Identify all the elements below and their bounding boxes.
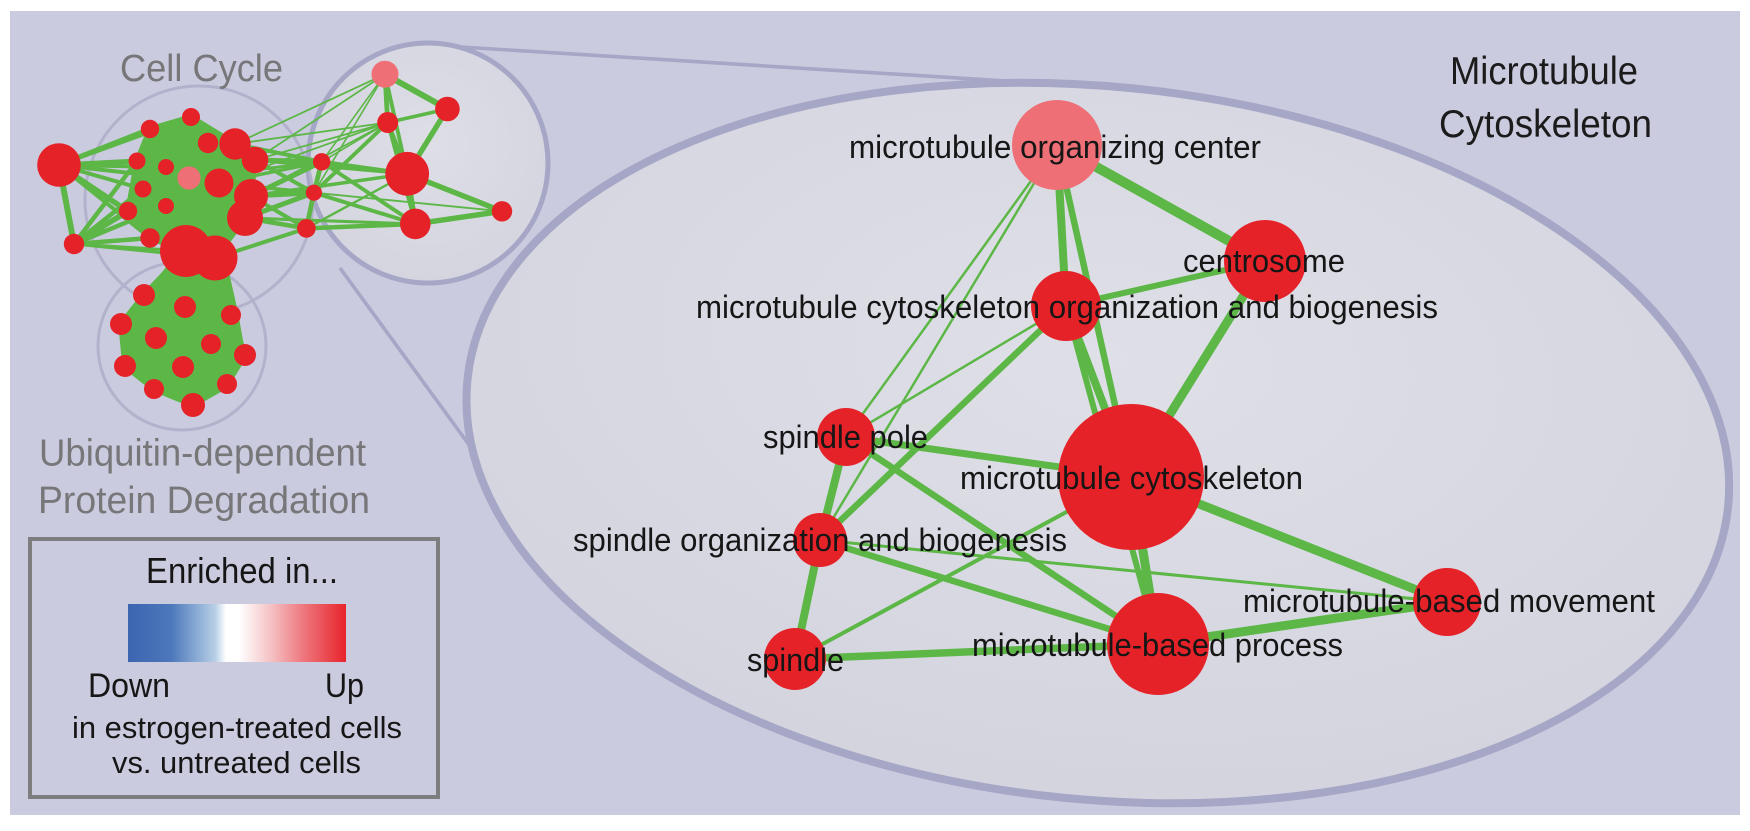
svg-text:spindle: spindle <box>747 642 844 678</box>
svg-text:Up: Up <box>325 667 364 705</box>
svg-text:microtubule organizing center: microtubule organizing center <box>849 129 1261 165</box>
svg-text:Cytoskeleton: Cytoskeleton <box>1439 103 1652 146</box>
svg-text:spindle organization and bioge: spindle organization and biogenesis <box>573 522 1067 558</box>
svg-text:microtubule cytoskeleton organ: microtubule cytoskeleton organization an… <box>696 289 1438 325</box>
svg-text:centrosome: centrosome <box>1183 243 1345 279</box>
svg-text:spindle pole: spindle pole <box>763 419 928 455</box>
svg-text:in estrogen-treated cells: in estrogen-treated cells <box>72 710 402 745</box>
svg-text:vs. untreated cells: vs. untreated cells <box>112 745 361 780</box>
svg-text:microtubule cytoskeleton: microtubule cytoskeleton <box>960 460 1303 496</box>
svg-text:microtubule-based movement: microtubule-based movement <box>1243 583 1655 619</box>
svg-text:Down: Down <box>88 667 170 705</box>
svg-text:Cell Cycle: Cell Cycle <box>120 48 283 90</box>
svg-text:Ubiquitin-dependent: Ubiquitin-dependent <box>39 433 366 475</box>
svg-text:Protein Degradation: Protein Degradation <box>38 480 370 522</box>
svg-text:Enriched in...: Enriched in... <box>146 550 338 591</box>
svg-text:microtubule-based process: microtubule-based process <box>972 627 1343 663</box>
svg-text:Microtubule: Microtubule <box>1450 50 1638 93</box>
